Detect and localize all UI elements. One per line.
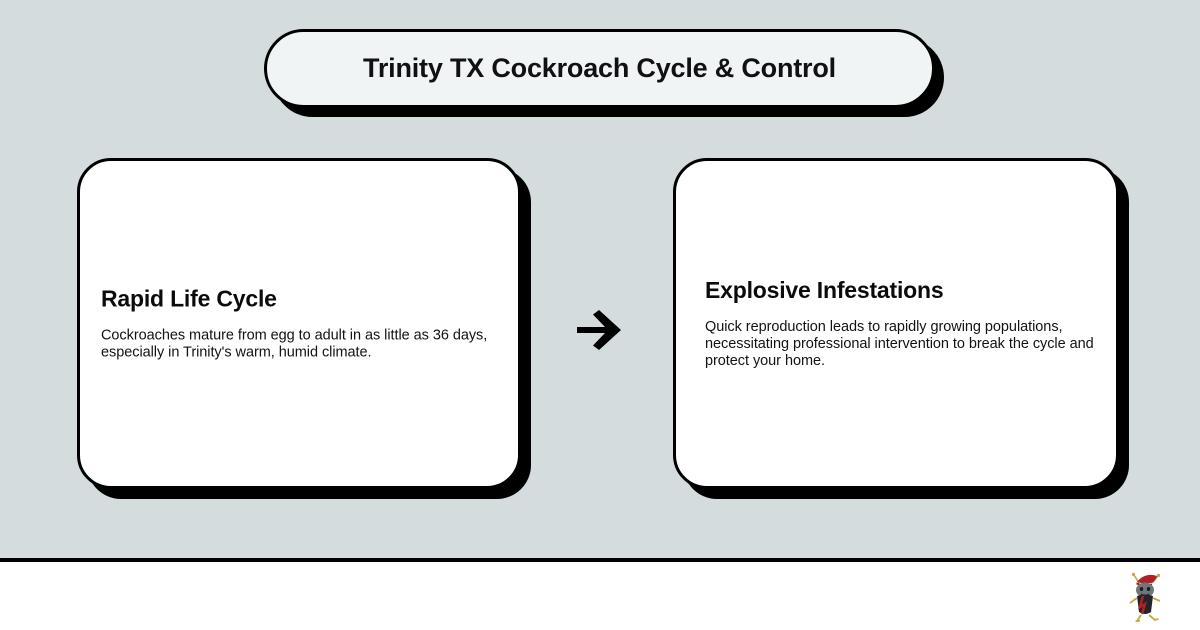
arrow-right-icon [566,300,632,360]
footer-divider-rule [0,558,1200,562]
page-title: Trinity TX Cockroach Cycle & Control [363,53,836,83]
card-heading: Rapid Life Cycle [101,285,277,312]
card-rapid-life-cycle: Rapid Life Cycle Cockroaches mature from… [77,158,521,489]
card-explosive-infestations: Explosive Infestations Quick reproductio… [673,158,1119,489]
title-pill: Trinity TX Cockroach Cycle & Control [264,29,935,108]
card-body: Explosive Infestations Quick reproductio… [676,277,1116,371]
card-description: Quick reproduction leads to rapidly grow… [705,319,1094,370]
card-body: Rapid Life Cycle Cockroaches mature from… [80,285,518,362]
cockroach-mascot-logo [1126,570,1166,622]
footer-bar [0,562,1200,630]
card-description: Cockroaches mature from egg to adult in … [101,327,488,361]
card-heading: Explosive Infestations [705,276,944,303]
